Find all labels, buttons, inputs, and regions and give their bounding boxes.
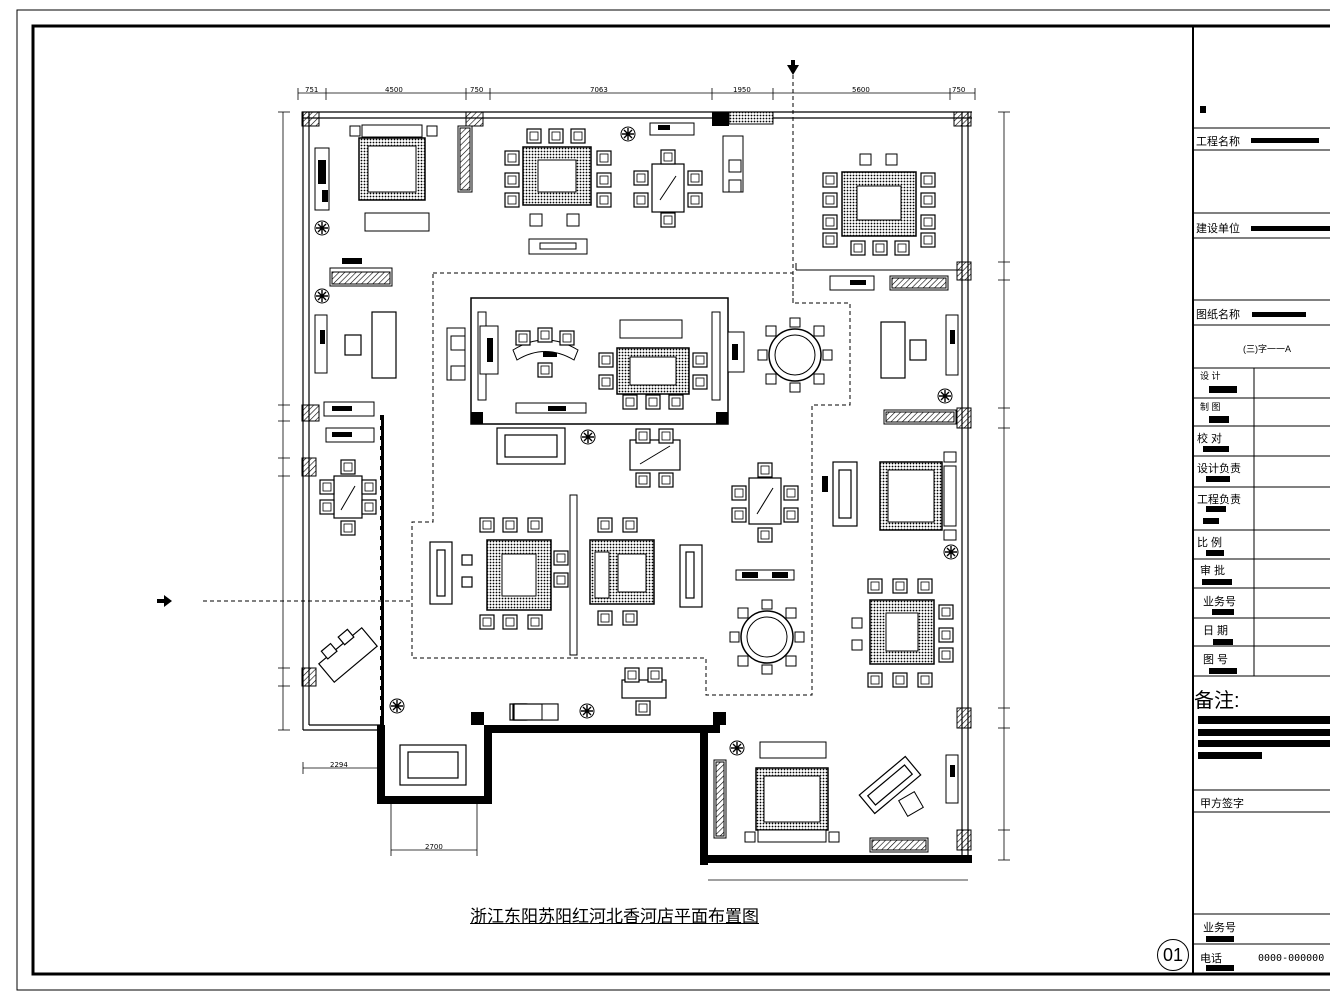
small-table-left <box>319 459 377 536</box>
redacted-bar <box>1198 729 1330 736</box>
tb-row-label: 校 对 <box>1197 433 1223 445</box>
tb-row-label: 制 图 <box>1200 402 1221 412</box>
dim-top-5: 5600 <box>852 86 870 94</box>
tb-row-label: 设计负责 <box>1197 463 1241 475</box>
dim-top-0: 751 <box>305 86 318 94</box>
bed-right-middle <box>879 451 957 541</box>
dim-top-1: 4500 <box>385 86 403 94</box>
redacted-bar <box>1251 138 1319 143</box>
tb-row-label: 图 号 <box>1203 654 1229 666</box>
drawing-number-badge: 01 <box>1157 939 1189 971</box>
dimension-lines <box>278 88 1010 881</box>
columns <box>301 111 972 851</box>
dining-set-center-left <box>479 494 578 656</box>
redacted-bar <box>1209 668 1237 674</box>
display-zones <box>203 75 851 696</box>
redacted-bar <box>1206 965 1234 971</box>
redacted-bar <box>1252 312 1306 317</box>
round-table-lower <box>729 599 805 675</box>
tb-row-label: 业务号 <box>1203 596 1236 608</box>
dim-top-2: 750 <box>470 86 483 94</box>
client-label: 建设单位 <box>1196 223 1240 235</box>
small-table-bottom <box>621 667 667 716</box>
dining-set-center-platform <box>598 319 708 410</box>
redacted-bar <box>1203 446 1229 452</box>
dining-set-top-center <box>504 128 612 255</box>
angled-sofa <box>858 755 922 815</box>
round-table-upper <box>757 317 833 393</box>
dim-top-3: 7063 <box>590 86 608 94</box>
tb-row-label: 审 批 <box>1200 565 1226 577</box>
title-block-frame <box>1192 26 1330 974</box>
redacted-bar <box>1198 740 1330 747</box>
bottom-business-label: 业务号 <box>1203 922 1236 934</box>
tb-row-label: 工程负责 <box>1197 494 1241 506</box>
redacted-bar <box>1198 752 1262 759</box>
redacted-bar <box>1206 506 1226 512</box>
small-table-top <box>633 149 703 228</box>
dim-bottom-left: 2294 <box>330 761 348 769</box>
redacted-bar <box>1206 476 1230 482</box>
redacted-bar <box>1202 579 1232 585</box>
dining-set-center-right <box>589 517 655 626</box>
project-name-label: 工程名称 <box>1196 136 1240 148</box>
dim-bottom-mid: 2700 <box>425 843 443 851</box>
black-accents <box>318 125 955 777</box>
drawing-title: 浙江东阳苏阳红河北香河店平面布置图 <box>470 907 759 927</box>
phone-value: 0000-000000 <box>1258 953 1325 964</box>
tb-row-label: 比 例 <box>1197 537 1223 549</box>
tb-row-label: 日 期 <box>1203 625 1229 637</box>
dining-set-top-right <box>822 153 936 256</box>
tb-row-label: 设 计 <box>1200 371 1221 381</box>
drawing-name-label: 图纸名称 <box>1196 309 1240 321</box>
small-table-right <box>731 462 799 543</box>
dim-top-4: 1950 <box>733 86 751 94</box>
dim-top-6: 750 <box>952 86 965 94</box>
redacted-bar <box>1212 609 1234 615</box>
remarks-label: 备注: <box>1194 690 1240 712</box>
redacted-bar <box>1206 550 1224 556</box>
signature-label: 甲方签字 <box>1200 798 1244 810</box>
redacted-bar <box>1206 936 1234 942</box>
small-table-center <box>629 428 681 488</box>
redacted-bar <box>1209 386 1237 393</box>
redacted-bar <box>1203 518 1219 524</box>
phone-label: 电话 <box>1200 953 1222 965</box>
bed-bottom-right <box>744 741 840 843</box>
bed-top-left <box>349 124 438 232</box>
drawing-code: (三)字一一A <box>1243 344 1291 354</box>
sofas <box>344 311 927 786</box>
redacted-bar <box>1213 639 1233 645</box>
redacted-bar <box>1198 716 1330 724</box>
dimension-labels: 751 4500 750 7063 1950 5600 750 2294 270… <box>305 86 965 851</box>
dining-set-right-lower <box>851 578 954 688</box>
redacted-bar <box>1209 416 1229 423</box>
heavy-walls <box>377 415 972 865</box>
redacted-bar <box>1251 226 1330 231</box>
